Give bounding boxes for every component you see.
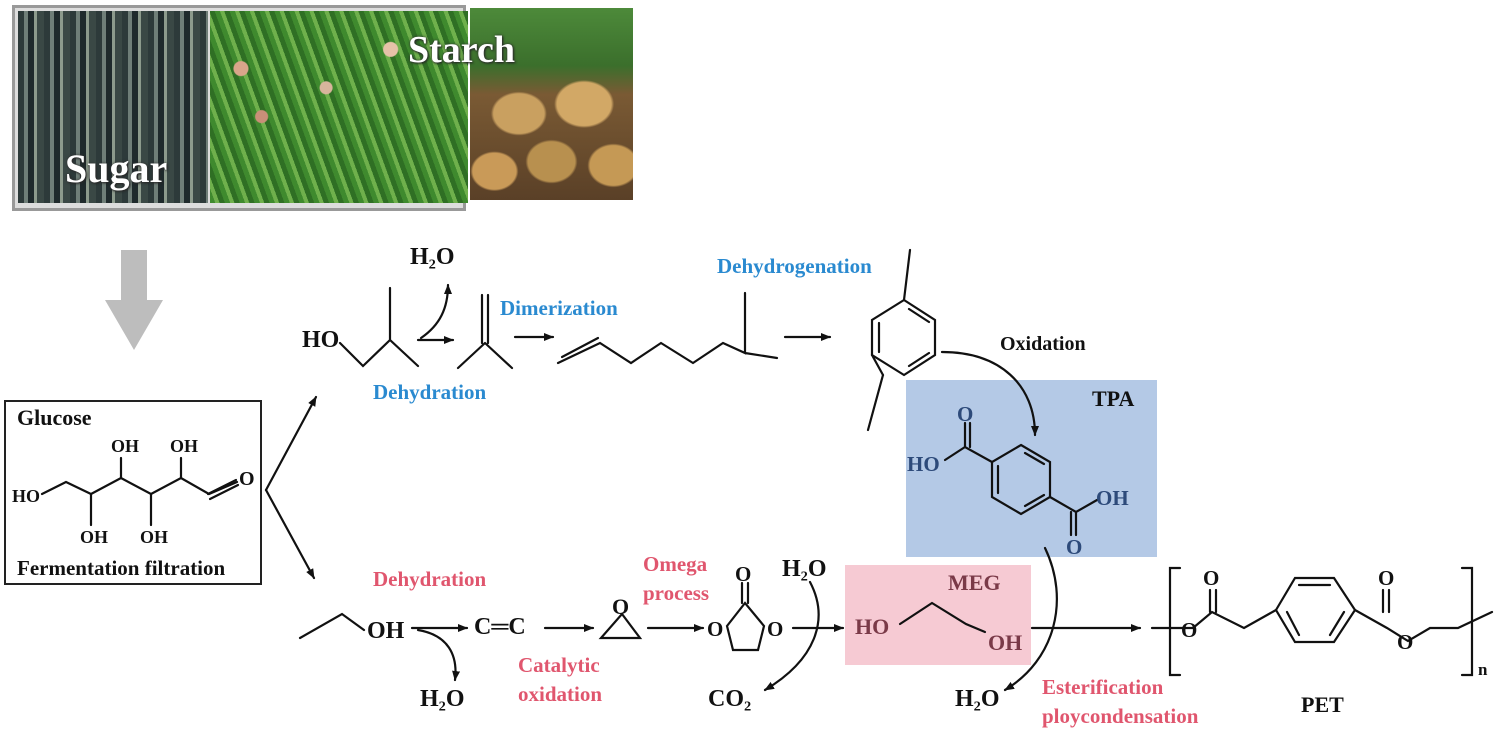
pet-carbonyls bbox=[1208, 588, 1391, 614]
glucose-oh-1: OH bbox=[111, 436, 140, 456]
pet-o-carbonyl-right: O bbox=[1378, 566, 1395, 590]
glucose-carbonyl bbox=[206, 478, 240, 501]
isobutanol-skeleton bbox=[338, 286, 420, 368]
glucose-aldehyde-o: O bbox=[239, 468, 255, 490]
tpa-carboxyl-left bbox=[943, 421, 994, 464]
ethylene-carbonate-carbonyl bbox=[740, 581, 750, 605]
tpa-ring bbox=[990, 443, 1052, 516]
meg-ho: HO bbox=[855, 614, 890, 639]
tpa-carboxyl-right bbox=[1048, 495, 1099, 537]
p-xylene-link bbox=[870, 353, 885, 377]
epoxide-o: O bbox=[612, 594, 630, 619]
meg-oh: OH bbox=[988, 630, 1023, 655]
pet-subscript-n: n bbox=[1478, 660, 1488, 679]
co2-label: CO₂ bbox=[708, 686, 752, 712]
tpa-water-curve bbox=[1003, 546, 1058, 692]
pet-ring-inner bbox=[1285, 583, 1346, 637]
meg-highlight-box bbox=[845, 565, 1031, 665]
tpa-o-bottom: O bbox=[1066, 535, 1083, 559]
tpa-inner-bonds bbox=[996, 451, 1046, 508]
pet-o-ester-right: O bbox=[1397, 630, 1414, 654]
pet-left-bracket bbox=[1168, 566, 1182, 677]
biomass-photo-banner bbox=[12, 5, 468, 211]
sugar-label: Sugar bbox=[65, 146, 168, 191]
pet-o-ester-left: O bbox=[1181, 618, 1198, 642]
glucose-oh-3: OH bbox=[80, 527, 109, 547]
starch-label: Starch bbox=[408, 29, 515, 71]
glucose-subtitle: Fermentation filtration bbox=[17, 556, 226, 580]
gray-down-arrow bbox=[105, 250, 163, 350]
glucose-box bbox=[4, 400, 262, 585]
isobutanol-ho: HO bbox=[302, 327, 340, 353]
pet-label: PET bbox=[1301, 692, 1344, 717]
p-xylene-ring bbox=[870, 298, 937, 377]
water-release-curve-lower bbox=[416, 628, 461, 682]
omega-label-1: Omega bbox=[643, 552, 708, 576]
p-xylene-methyls bbox=[866, 248, 912, 432]
water-pet: H₂O bbox=[955, 686, 1000, 712]
octene-skeleton bbox=[556, 291, 779, 365]
octene-double-bond bbox=[560, 336, 600, 359]
tpa-label: TPA bbox=[1092, 386, 1135, 411]
tpa-oh: OH bbox=[1096, 486, 1129, 510]
ethylene-oxide-ring bbox=[598, 612, 643, 640]
isobutylene-skeleton bbox=[456, 293, 514, 370]
esterification-label-2: ploycondensation bbox=[1042, 704, 1199, 728]
sugarcane-photo bbox=[18, 11, 208, 203]
ethanol-skeleton bbox=[298, 612, 366, 640]
glucose-oh-4: OH bbox=[140, 527, 169, 547]
ethylene-label: C═C bbox=[474, 614, 526, 640]
catalytic-label-1: Catalytic bbox=[518, 653, 600, 677]
water-release-curve-upper bbox=[419, 283, 452, 340]
dehydrogenation-label: Dehydrogenation bbox=[717, 254, 872, 278]
meg-skeleton bbox=[898, 601, 987, 634]
water-co2-curve bbox=[763, 580, 820, 692]
tpa-ho: HO bbox=[907, 452, 940, 476]
tpa-o-top: O bbox=[957, 402, 974, 426]
catalytic-label-2: oxidation bbox=[518, 682, 603, 706]
dehydration-label-upper: Dehydration bbox=[373, 380, 487, 404]
carbonate-o-right: O bbox=[767, 617, 784, 641]
oxidation-label: Oxidation bbox=[1000, 333, 1086, 355]
esterification-label-1: Esterification bbox=[1042, 675, 1164, 699]
omega-label-2: process bbox=[643, 581, 710, 605]
glucose-title: Glucose bbox=[17, 405, 92, 430]
dimerization-label: Dimerization bbox=[500, 296, 618, 320]
water-omega: H₂O bbox=[782, 556, 827, 582]
glucose-branches bbox=[89, 456, 183, 527]
glucose-ho-left: HO bbox=[12, 486, 41, 506]
oxidation-arrow bbox=[940, 350, 1039, 437]
ethylene-carbonate-ring bbox=[725, 601, 766, 652]
carbonate-o-top: O bbox=[735, 562, 752, 586]
glucose-skeleton bbox=[40, 476, 239, 496]
water-lower: H₂O bbox=[420, 686, 465, 712]
pet-ring bbox=[1274, 576, 1357, 644]
dehydration-label-lower: Dehydration bbox=[373, 567, 487, 591]
p-xylene-inner-bonds bbox=[877, 307, 931, 368]
pet-o-carbonyl-left: O bbox=[1203, 566, 1220, 590]
corn-photo bbox=[210, 11, 468, 203]
meg-label: MEG bbox=[948, 570, 1001, 595]
glucose-oh-2: OH bbox=[170, 436, 199, 456]
arrow-to-lower-path bbox=[264, 488, 316, 580]
ethanol-oh: OH bbox=[367, 618, 405, 644]
water-upper: H₂O bbox=[410, 244, 455, 270]
carbonate-o-left: O bbox=[707, 617, 724, 641]
arrow-to-upper-path bbox=[264, 395, 318, 492]
potato-photo-visual bbox=[470, 8, 633, 200]
pet-backbone bbox=[1150, 608, 1494, 643]
